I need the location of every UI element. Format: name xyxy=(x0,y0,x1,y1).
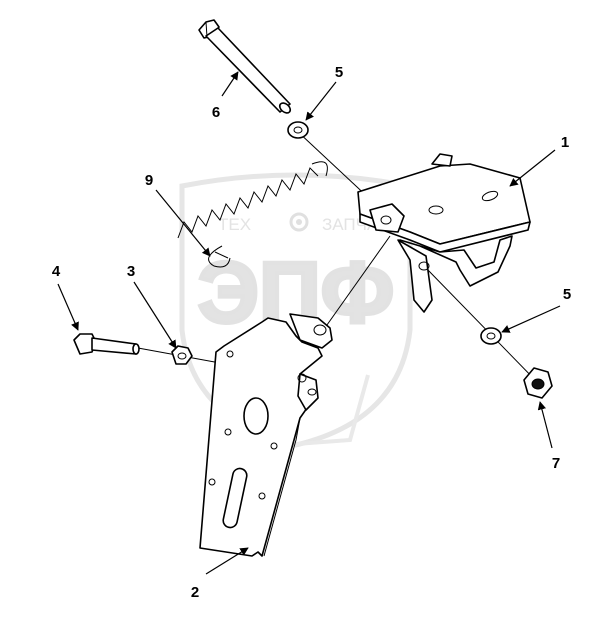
leader-bracket-to-nut xyxy=(425,267,541,386)
callout-leaders xyxy=(57,71,561,575)
plate-top-tab xyxy=(289,313,333,349)
long-bolt xyxy=(198,19,292,114)
short-bolt xyxy=(73,333,140,355)
washer-upper xyxy=(287,121,309,139)
leader-bracket-to-plate xyxy=(321,235,391,333)
lever-plate xyxy=(199,313,333,557)
callout-labels: 1 2 3 4 5 5 6 7 9 xyxy=(52,64,571,601)
callout-6: 6 xyxy=(212,104,220,121)
callout-4: 4 xyxy=(52,263,61,280)
plate-slot xyxy=(222,467,248,529)
watermark-text-left: ТЕХ xyxy=(218,215,251,234)
plate-outline xyxy=(199,317,323,557)
spring-hook-top xyxy=(311,161,328,177)
callout-1: 1 xyxy=(561,134,569,151)
bracket-tab xyxy=(431,153,453,167)
leader-callout-9 xyxy=(155,189,211,257)
leader-callout-7 xyxy=(537,401,553,449)
short-bolt-shank xyxy=(91,337,137,355)
leader-callout-3 xyxy=(133,281,177,349)
spring-hook-bottom xyxy=(208,245,231,268)
leader-callout-5a xyxy=(305,81,337,121)
long-bolt-shank xyxy=(205,27,291,113)
tension-spring xyxy=(177,161,328,268)
lock-nut xyxy=(523,367,553,399)
callout-7: 7 xyxy=(552,455,560,472)
leader-callout-5b xyxy=(501,305,561,333)
bracket-ear xyxy=(369,203,405,233)
washer-lower xyxy=(480,327,502,345)
callout-5-upper: 5 xyxy=(335,64,343,81)
leader-callout-1 xyxy=(509,149,556,187)
leader-spring-hook xyxy=(214,251,229,259)
upper-bracket xyxy=(357,153,531,313)
callout-3: 3 xyxy=(127,263,135,280)
callout-9: 9 xyxy=(145,172,153,189)
leader-callout-2 xyxy=(205,547,249,575)
bracket-side-flange xyxy=(397,239,433,313)
spring-coils xyxy=(177,167,319,239)
gear-icon xyxy=(289,212,309,232)
small-nut xyxy=(171,345,193,365)
bracket-lower-leg xyxy=(399,235,513,287)
callout-5-lower: 5 xyxy=(563,286,571,303)
callout-2: 2 xyxy=(191,584,199,601)
plate-large-hole xyxy=(243,397,269,435)
leader-callout-4 xyxy=(57,283,79,331)
leader-callout-6 xyxy=(221,71,239,97)
